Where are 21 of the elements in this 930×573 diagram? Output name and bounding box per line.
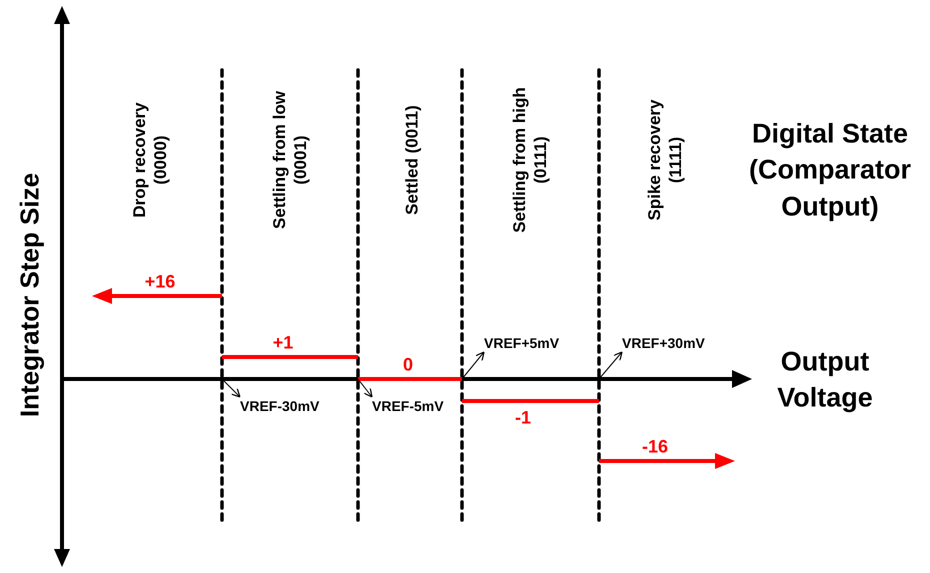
step-value: -16 (642, 436, 668, 458)
state-label: Settling from low (0001) (268, 90, 311, 231)
leader-line (598, 351, 623, 380)
axis-title: Output Voltage (776, 346, 874, 415)
voltage-label: VREF+30mV (622, 334, 705, 352)
state-label: Spike recovery (1111) (644, 98, 686, 222)
step-value: +16 (144, 272, 176, 292)
step-value: -1 (515, 408, 531, 428)
state-label: Settling from high (0111) (508, 86, 551, 235)
leader-line (222, 378, 241, 398)
axis-title: Integrator Step Size (14, 172, 46, 418)
voltage-label: VREF+5mV (484, 334, 560, 352)
step-value: 0 (403, 354, 413, 376)
step-value: +1 (272, 332, 294, 354)
voltage-label: VREF-30mV (240, 397, 320, 415)
leader-line (462, 351, 485, 380)
state-label: Settled (0011) (401, 104, 422, 217)
axis-title: Digital State (Comparator Output) (748, 117, 912, 224)
state-label: Drop recovery (0000) (128, 101, 171, 220)
leader-line (358, 378, 373, 398)
voltage-label: VREF-5mV (372, 397, 444, 415)
